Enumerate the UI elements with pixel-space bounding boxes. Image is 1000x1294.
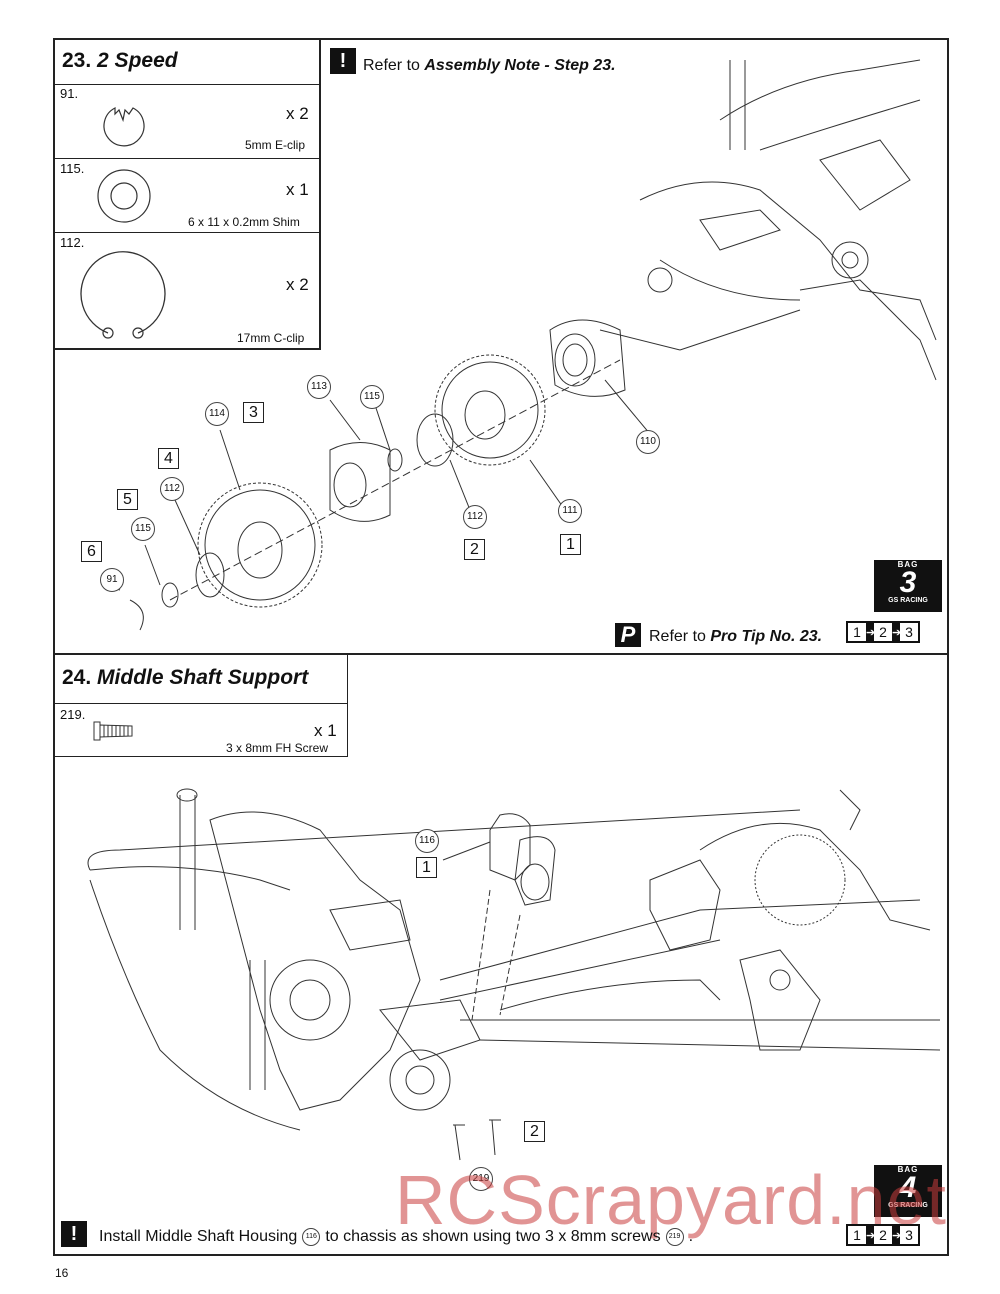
sequence-box: 1 (560, 534, 581, 555)
note-text: to chassis as shown using two 3 x 8mm sc… (325, 1228, 661, 1245)
bag-number: 4 (899, 1171, 917, 1204)
assembly-note: Refer to Assembly Note - Step 23. (363, 57, 616, 75)
arrow-right-icon: ➔ (866, 1229, 876, 1242)
part-qty: x 2 (286, 275, 309, 294)
parts-divider (53, 703, 348, 704)
sequence-box: 5 (117, 489, 138, 510)
part-number: 219. (60, 707, 86, 722)
bag-label: BAG (897, 560, 919, 569)
step24-diagram (87, 788, 940, 1161)
callout: 116 (302, 1228, 321, 1246)
step-number: 24. (62, 666, 92, 689)
page-frame (53, 38, 949, 1256)
note-ref: Pro Tip No. 23. (710, 628, 823, 645)
sequence-box: 2 (524, 1121, 545, 1142)
arrow-right-icon: ➔ (866, 626, 876, 639)
bag-brand: GS RACING (888, 597, 928, 604)
callout: 112 (463, 505, 487, 529)
pro-tip-note: Refer to Pro Tip No. 23. (649, 628, 822, 646)
callout: 219 (665, 1228, 684, 1246)
part-number: 91. (60, 86, 79, 101)
step-number: 23. (62, 49, 92, 72)
callout: 115 (360, 385, 384, 409)
part-qty: x 1 (286, 180, 309, 199)
sequence-box: 4 (158, 448, 179, 469)
step23-title: 23. 2 Speed (62, 49, 178, 73)
part-desc: 17mm C-clip (237, 331, 305, 345)
note-ref: Assembly Note - Step 23. (424, 57, 616, 74)
exclamation-icon: ! (61, 1221, 87, 1247)
sequence-box: 6 (81, 541, 102, 562)
callout: 219 (469, 1167, 493, 1191)
step23-parts-panel (53, 38, 321, 350)
note-text: . (688, 1228, 694, 1245)
step24-parts-panel (53, 653, 348, 757)
c-clip-icon (80, 251, 166, 339)
parts-divider (53, 84, 321, 85)
step-indicator: 1 (848, 623, 866, 641)
part-desc: 3 x 8mm FH Screw (226, 741, 329, 755)
step-progress: 1 ➔ 2 ➔ 3 (846, 1224, 920, 1246)
shim-icon (97, 169, 151, 223)
step-title: Middle Shaft Support (97, 666, 309, 689)
exclamation-icon: ! (330, 48, 356, 74)
callout: 112 (160, 477, 184, 501)
note-text: Install Middle Shaft Housing (99, 1228, 298, 1245)
step24-title: 24. Middle Shaft Support (62, 666, 308, 690)
page-number: 16 (55, 1266, 69, 1280)
part-number: 112. (60, 235, 85, 250)
step-indicator: 2 (874, 1226, 892, 1244)
sequence-box: 2 (464, 539, 485, 560)
bag-badge: BAG 3 GS RACING (874, 560, 942, 612)
part-desc: 6 x 11 x 0.2mm Shim (188, 215, 300, 229)
step-indicator: 3 (900, 1226, 918, 1244)
step-indicator: 2 (874, 623, 892, 641)
arrow-right-icon: ➔ (892, 1229, 902, 1242)
part-qty: x 2 (286, 104, 309, 123)
install-note: Install Middle Shaft Housing 116 to chas… (99, 1228, 693, 1246)
arrow-right-icon: ➔ (892, 626, 902, 639)
callout: 116 (415, 829, 439, 853)
callout: 91 (100, 568, 124, 592)
sequence-box: 1 (416, 857, 437, 878)
step-indicator: 1 (848, 1226, 866, 1244)
pro-tip-icon: P (615, 623, 641, 647)
callout: 115 (131, 517, 155, 541)
step23-diagram (104, 59, 937, 631)
sequence-box: 3 (243, 402, 264, 423)
step-title: 2 Speed (97, 49, 178, 72)
step-divider (53, 653, 949, 655)
screw-icon (93, 721, 133, 741)
callout: 113 (307, 375, 331, 399)
step-progress: 1 ➔ 2 ➔ 3 (846, 621, 920, 643)
e-clip-icon (103, 107, 145, 147)
callout: 114 (205, 402, 229, 426)
part-desc: 5mm E-clip (245, 138, 306, 152)
callout: 111 (558, 499, 582, 523)
bag-badge: BAG 4 GS RACING (874, 1165, 942, 1217)
parts-divider (53, 158, 321, 159)
note-prefix: Refer to (363, 57, 420, 74)
bag-brand: GS RACING (888, 1202, 928, 1209)
part-qty: x 1 (314, 721, 337, 740)
parts-divider (53, 232, 321, 233)
callout: 110 (636, 430, 660, 454)
part-number: 115. (60, 161, 85, 176)
note-prefix: Refer to (649, 628, 706, 645)
bag-number: 3 (899, 566, 917, 599)
bag-label: BAG (897, 1165, 919, 1174)
step-indicator: 3 (900, 623, 918, 641)
